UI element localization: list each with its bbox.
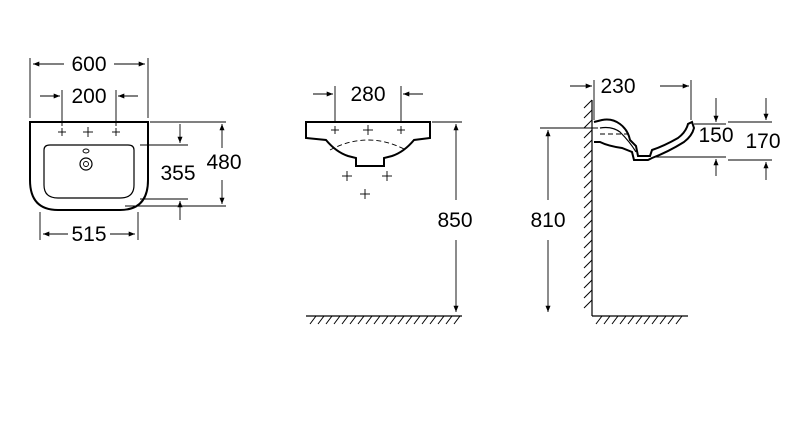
inner-profile [599, 126, 637, 153]
dim-rim-height-810: 810 [530, 209, 565, 232]
side-view: 230 150 170 810 [530, 75, 781, 325]
floor-hatch [309, 315, 461, 325]
overflow [82, 148, 90, 154]
fixing-hole-3 [360, 189, 370, 199]
drain-inner [83, 161, 89, 167]
rim-hole-right [397, 126, 405, 134]
basin-outline [29, 121, 149, 211]
dim-overall-depth: 480 [206, 151, 241, 174]
dim-overall-width: 600 [71, 53, 106, 76]
elevation-view: 280 850 [305, 83, 473, 325]
dim-tap-spacing: 200 [71, 85, 106, 108]
fixing-hole-1 [342, 171, 352, 181]
tap-hole-center [83, 127, 93, 137]
dim-projection: 230 [600, 75, 635, 98]
dim-bowl-height: 150 [698, 124, 733, 147]
basin-elevation [305, 121, 431, 167]
rim-hole-left [331, 126, 339, 134]
wall-hatch [583, 99, 593, 309]
dim-hole-spacing: 280 [350, 83, 385, 106]
basin-profile [593, 118, 696, 161]
inner-curve [329, 139, 407, 151]
drain-outer [79, 157, 93, 171]
side-floor-hatch [595, 315, 683, 325]
dim-bowl-depth: 355 [160, 162, 195, 185]
fixing-hole-2 [382, 171, 392, 181]
dim-overall-height: 170 [745, 130, 780, 153]
inner-bowl [43, 144, 135, 199]
tap-hole-right [112, 128, 120, 136]
dim-rim-height-850: 850 [437, 209, 472, 232]
front-view: 600 200 515 355 480 [29, 53, 242, 246]
rim-hole-center [363, 125, 373, 135]
tap-hole-left [58, 128, 66, 136]
dim-bowl-width: 515 [71, 223, 106, 246]
